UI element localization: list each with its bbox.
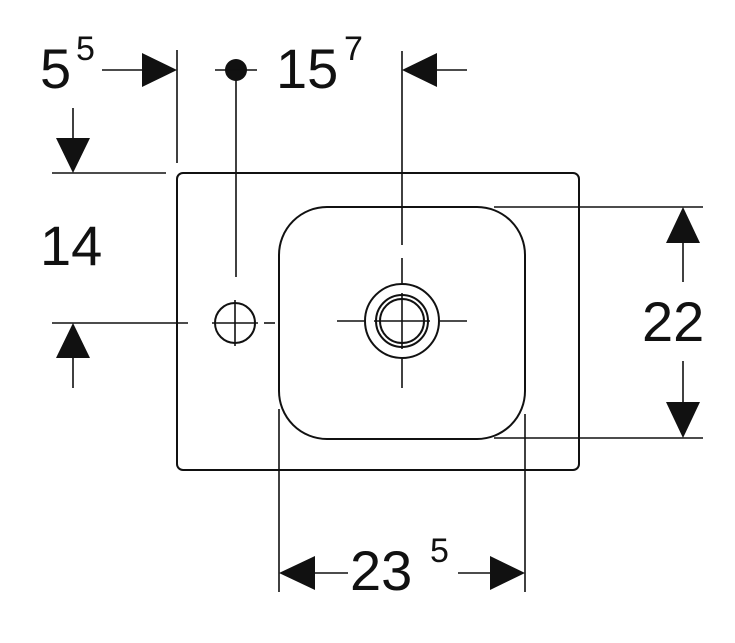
dimension-left-offset-value: 5	[40, 37, 71, 100]
basin-outline	[176, 172, 580, 471]
dimension-tap-to-drain-superscript: 7	[344, 30, 363, 68]
dimension-top-to-tap: 14	[40, 108, 102, 388]
dimension-bowl-width-superscript: 5	[430, 532, 449, 570]
drain	[337, 258, 467, 388]
dimension-tap-to-drain-value: 15	[276, 37, 338, 100]
dimension-bowl-width: 23 5	[279, 532, 525, 602]
dimension-bowl-depth-value: 22	[642, 290, 704, 353]
dimension-tap-to-drain: 15 7	[276, 30, 467, 100]
dimension-top-to-tap-value: 14	[40, 214, 102, 277]
tap-centre-marker	[215, 59, 257, 277]
dimension-left-offset-superscript: 5	[76, 30, 95, 68]
dimension-bowl-width-value: 23	[350, 539, 412, 602]
tap-hole	[212, 300, 275, 346]
dimension-left-offset: 5 5	[40, 30, 177, 100]
dimension-bowl-depth: 22	[642, 207, 704, 438]
